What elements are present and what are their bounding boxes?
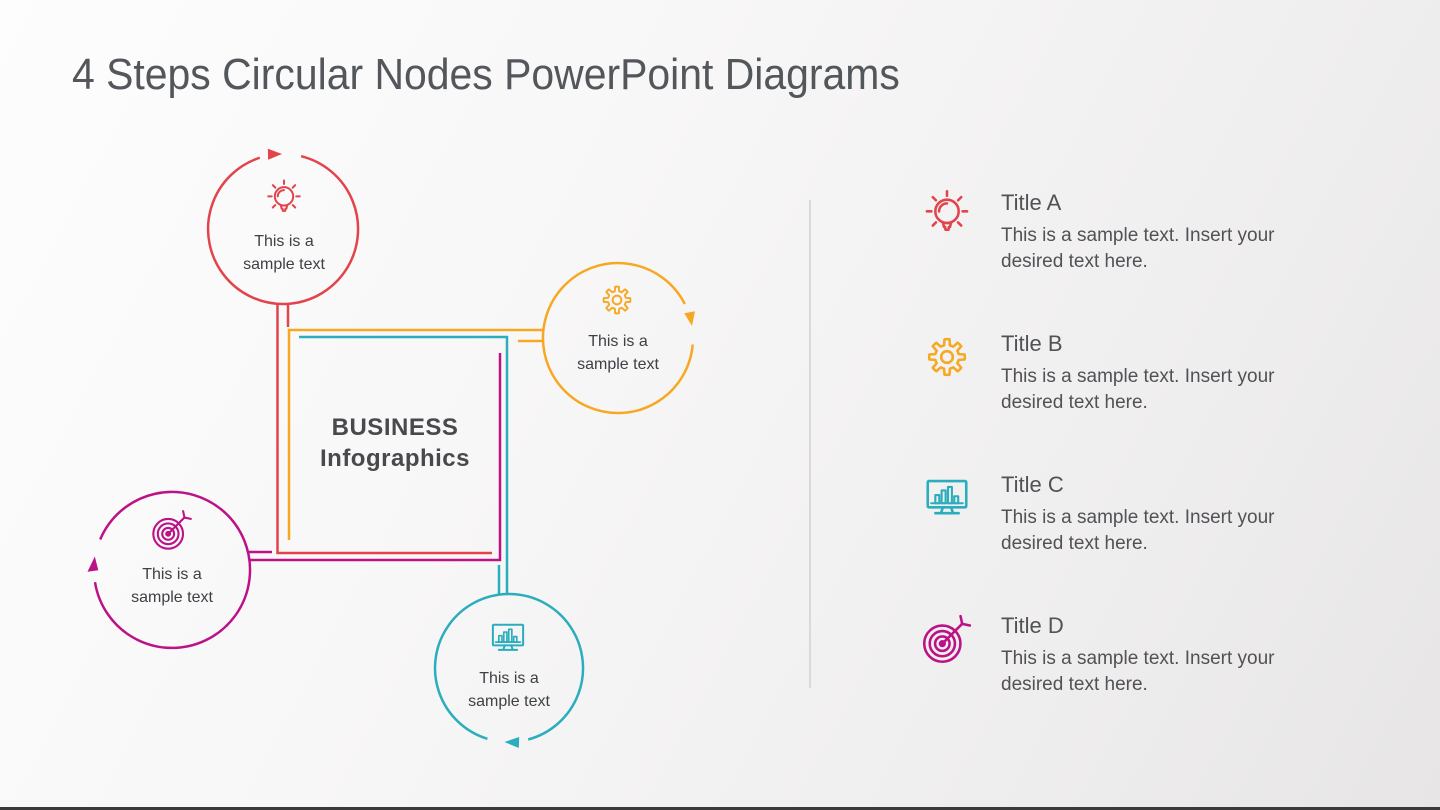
legend-desc-b: This is a sample text. Insert your desir… <box>1001 366 1275 413</box>
step-b-node[interactable] <box>287 261 695 540</box>
step-c-node[interactable] <box>299 335 585 748</box>
center-title[interactable]: BUSINESS Infographics <box>289 412 501 474</box>
lightbulb-icon <box>262 178 306 222</box>
target-icon <box>919 611 975 667</box>
target-icon <box>149 507 195 553</box>
step-d-connector <box>249 353 502 562</box>
center-title-line1: BUSINESS <box>331 414 459 441</box>
gear-icon <box>919 329 975 385</box>
legend-item-c[interactable]: Title C This is a sample text. Insert yo… <box>919 470 1319 556</box>
monitor-chart-icon <box>919 470 975 526</box>
center-title-line2: Infographics <box>319 445 470 472</box>
legend-text-b: Title B This is a sample text. Insert yo… <box>1001 329 1276 415</box>
legend-desc-d: This is a sample text. Insert your desir… <box>1001 648 1275 695</box>
legend-text-c: Title C This is a sample text. Insert yo… <box>1001 470 1276 556</box>
legend-title-d: Title D <box>1001 613 1064 638</box>
legend-title-b: Title B <box>1001 331 1063 356</box>
step-b-connector <box>287 328 544 540</box>
slide-title[interactable]: 4 Steps Circular Nodes PowerPoint Diagra… <box>72 50 900 99</box>
step-c-label: This is a sample text <box>468 670 550 710</box>
gear-icon <box>596 279 638 321</box>
legend-title-c: Title C <box>1001 472 1064 497</box>
step-a-connector <box>276 304 492 555</box>
legend-item-a[interactable]: Title A This is a sample text. Insert yo… <box>919 188 1319 274</box>
legend-desc-a: This is a sample text. Insert your desir… <box>1001 225 1275 272</box>
step-c-connector <box>299 335 509 594</box>
step-a-label: This is a sample text <box>243 233 325 273</box>
legend-text-d: Title D This is a sample text. Insert yo… <box>1001 611 1276 697</box>
step-d-node[interactable] <box>87 353 502 650</box>
legend-desc-c: This is a sample text. Insert your desir… <box>1001 507 1275 554</box>
step-b-label: This is a sample text <box>577 333 659 373</box>
step-d-label: This is a sample text <box>131 566 213 606</box>
legend-title-a: Title A <box>1001 190 1062 215</box>
legend-item-d[interactable]: Title D This is a sample text. Insert yo… <box>919 611 1319 697</box>
step-a-node[interactable] <box>206 148 492 555</box>
legend: Title A This is a sample text. Insert yo… <box>919 188 1319 752</box>
lightbulb-icon <box>919 188 975 244</box>
bottom-edge-bar <box>0 807 1440 810</box>
monitor-chart-icon <box>486 616 530 660</box>
legend-text-a: Title A This is a sample text. Insert yo… <box>1001 188 1276 274</box>
legend-item-b[interactable]: Title B This is a sample text. Insert yo… <box>919 329 1319 415</box>
legend-divider <box>809 200 811 688</box>
